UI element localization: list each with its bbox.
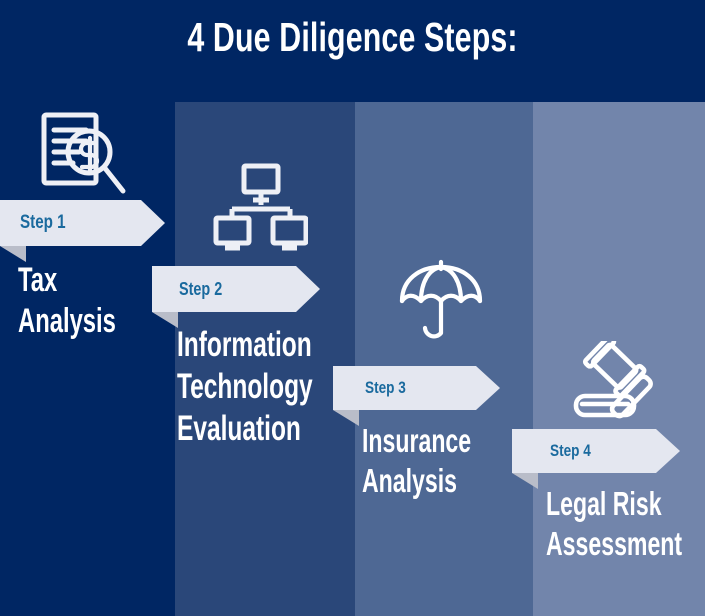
step-1-title: Tax Analysis bbox=[18, 260, 173, 342]
step-block-1: Step 1 Tax Analysis bbox=[0, 200, 240, 342]
step-4-title: Legal Risk Assessment bbox=[546, 484, 705, 564]
step-2-title-line-1: Information bbox=[177, 325, 312, 364]
step-3-banner-wrap: Step 3 bbox=[333, 366, 613, 426]
background-column-2 bbox=[175, 102, 355, 616]
document-magnifier-dollar-icon bbox=[33, 110, 129, 207]
step-block-4: Step 4 Legal Risk Assessment bbox=[512, 429, 705, 564]
umbrella-icon bbox=[398, 258, 484, 351]
step-4-title-line-2: Assessment bbox=[546, 525, 683, 562]
step-1-banner[interactable]: Step 1 bbox=[0, 200, 165, 246]
step-1-banner-wrap: Step 1 bbox=[0, 200, 240, 262]
step-3-title: Insurance Analysis bbox=[362, 421, 538, 501]
background-column-3 bbox=[355, 102, 533, 616]
step-1-title-line-1: Tax bbox=[18, 261, 58, 299]
step-4-banner-fold bbox=[512, 473, 538, 489]
header-band: 4 Due Diligence Steps: bbox=[0, 0, 705, 102]
network-monitors-icon bbox=[212, 163, 309, 258]
step-3-banner-fold bbox=[333, 410, 359, 426]
background-column-1 bbox=[0, 102, 175, 616]
step-block-3: Step 3 Insurance Analysis bbox=[333, 366, 613, 501]
step-2-badge-label: Step 2 bbox=[179, 278, 223, 299]
step-2-title-line-2: Technology bbox=[177, 367, 313, 406]
step-3-banner[interactable]: Step 3 bbox=[333, 366, 500, 410]
step-block-2: Step 2 Information Technology Evaluation bbox=[152, 266, 432, 450]
page-title: 4 Due Diligence Steps: bbox=[187, 14, 518, 60]
step-2-title: Information Technology Evaluation bbox=[177, 324, 356, 450]
step-2-banner-fold bbox=[152, 312, 178, 328]
step-1-title-line-2: Analysis bbox=[18, 302, 116, 340]
step-4-badge-label: Step 4 bbox=[550, 441, 591, 460]
step-2-title-line-3: Evaluation bbox=[177, 409, 301, 448]
step-4-banner[interactable]: Step 4 bbox=[512, 429, 680, 473]
step-2-banner[interactable]: Step 2 bbox=[152, 266, 320, 312]
background-column-4 bbox=[533, 102, 705, 616]
step-1-badge-label: Step 1 bbox=[20, 212, 66, 233]
step-3-title-line-1: Insurance bbox=[362, 422, 472, 459]
step-3-badge-label: Step 3 bbox=[365, 378, 406, 397]
step-4-banner-wrap: Step 4 bbox=[512, 429, 705, 489]
step-3-title-line-2: Analysis bbox=[362, 462, 458, 499]
step-2-banner-wrap: Step 2 bbox=[152, 266, 432, 328]
step-4-title-line-1: Legal Risk bbox=[546, 485, 662, 522]
